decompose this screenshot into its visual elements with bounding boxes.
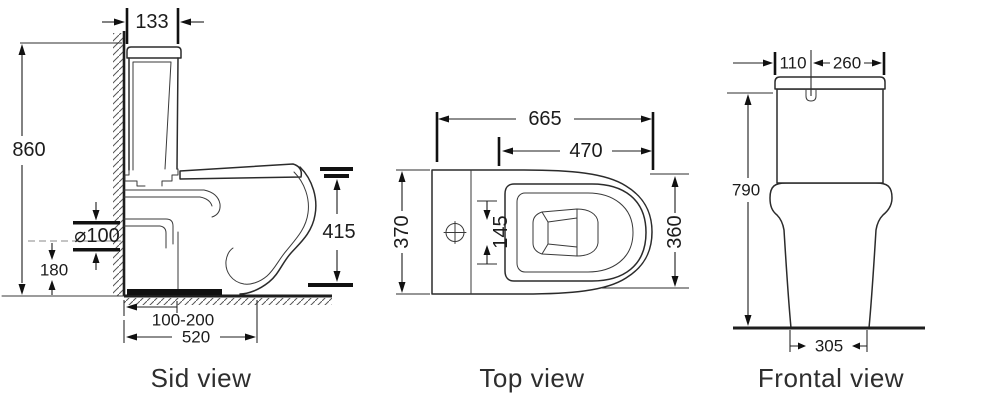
tank-lid [126, 46, 182, 59]
floor-level-bar [308, 283, 353, 287]
side-overall-depth-dim: 520 [182, 328, 210, 347]
dim-305-arrow-left [798, 342, 806, 350]
dim-top-extensions [773, 52, 886, 75]
dim-133-arrow-right [180, 18, 191, 26]
base-section-bar [127, 289, 222, 295]
dim-260-arrow-right [872, 59, 882, 67]
tank-inner-lines [132, 61, 172, 171]
top-front-width-dim: 360 [664, 215, 686, 248]
side-view: 133 860 ⌀100 180 415 100 [1, 8, 356, 393]
outlet-bar-bottom [73, 248, 120, 252]
dim-665-arrow-left [438, 115, 449, 123]
pedestal-outline [769, 182, 893, 329]
seat-level-bar-outer [320, 167, 353, 171]
flush-channel-lower [123, 196, 213, 207]
dim-860-arrow-top [18, 44, 26, 55]
dim-470-arrow-left [502, 147, 513, 155]
top-back-width-dim: 370 [391, 215, 413, 248]
dim-145-arrow-top [483, 210, 491, 220]
dim-415-arrow-top [333, 179, 341, 190]
top-view: 665 470 370 145 360 Top view [391, 108, 689, 393]
top-overall-length-dim: 665 [528, 108, 561, 130]
dim-520-arrow-right [245, 333, 256, 341]
seat-inner-ring [516, 192, 634, 273]
inlet-line-upper [123, 218, 174, 245]
dim-133-extension-lines [125, 8, 180, 44]
dim-370-extensions [396, 169, 430, 295]
dim-520-arrow-left [126, 333, 137, 341]
dim-790-arrow-bottom [744, 315, 752, 326]
seat-section [179, 163, 303, 180]
dim-360-arrow-top [671, 176, 679, 187]
frontal-lid-left-dim: 110 [779, 54, 806, 73]
tank-bottom-fittings [124, 168, 179, 187]
dim-665-extensions [435, 112, 655, 170]
dim-offset-arrow [126, 303, 137, 311]
bowl-inner-line [225, 171, 309, 285]
dim-360-extensions [602, 173, 689, 289]
dim-110-arrow [763, 59, 773, 67]
tank-sides [128, 57, 179, 171]
inlet-notch [805, 88, 817, 102]
dim-133-arrow-left [114, 18, 125, 26]
seat-level-bar-inner [324, 174, 349, 178]
side-view-caption: Sid view [151, 363, 252, 393]
seat-outer-ring [504, 183, 647, 282]
dim-180-arrow-top [48, 250, 56, 260]
side-bowl-height-dim: 415 [322, 221, 355, 243]
dim-180-arrow-bottom [48, 280, 56, 290]
dim-520-extensions [123, 300, 258, 343]
dim-360-arrow-bottom [671, 276, 679, 287]
flush-button-cross [443, 221, 467, 244]
top-seat-length-dim: 470 [569, 140, 602, 162]
floor-hatching [124, 298, 332, 305]
dim-370-arrow-top [398, 171, 406, 182]
frontal-view-caption: Frontal view [758, 363, 904, 393]
frontal-height-dim: 790 [732, 181, 760, 200]
wall-hatching [113, 33, 124, 296]
side-outlet-height-dim: 180 [40, 261, 68, 280]
dim-470-arrow-right [641, 147, 652, 155]
bowl-opening-facets [541, 208, 578, 257]
frontal-lid-right-dim: 260 [833, 54, 861, 73]
dim-370-arrow-bottom [398, 282, 406, 293]
dim-415-arrow-bottom [333, 271, 341, 282]
dim-305-arrow-right [852, 342, 860, 350]
inlet-line-lower [123, 225, 167, 249]
outlet-bar-top [73, 221, 120, 225]
bowl-outer-line [239, 166, 317, 295]
dim-665-arrow-right [641, 115, 652, 123]
side-outlet-diameter-dim: ⌀100 [74, 225, 119, 247]
dim-790-arrow-top [744, 94, 752, 105]
top-opening-width-dim: 145 [490, 215, 512, 248]
frontal-base-width-dim: 305 [815, 337, 843, 356]
dim-860-arrow-bottom [18, 284, 26, 295]
top-view-caption: Top view [479, 363, 584, 393]
side-outlet-offset-dim: 100-200 [152, 311, 214, 330]
side-overall-height-dim: 860 [12, 139, 45, 161]
flush-channel-upper [123, 189, 221, 218]
side-tank-depth-dim: 133 [135, 11, 168, 33]
dim-145-arrow-bottom [483, 245, 491, 255]
tank-lid-front [774, 76, 886, 90]
dim-260-arrow-left [813, 59, 823, 67]
frontal-view: 110 260 790 305 Frontal view [727, 50, 925, 393]
tank-front [776, 88, 884, 184]
dim-305-extensions [789, 330, 868, 352]
dim-100-arrow-top [92, 210, 100, 221]
dim-100-arrow-bottom [92, 252, 100, 263]
